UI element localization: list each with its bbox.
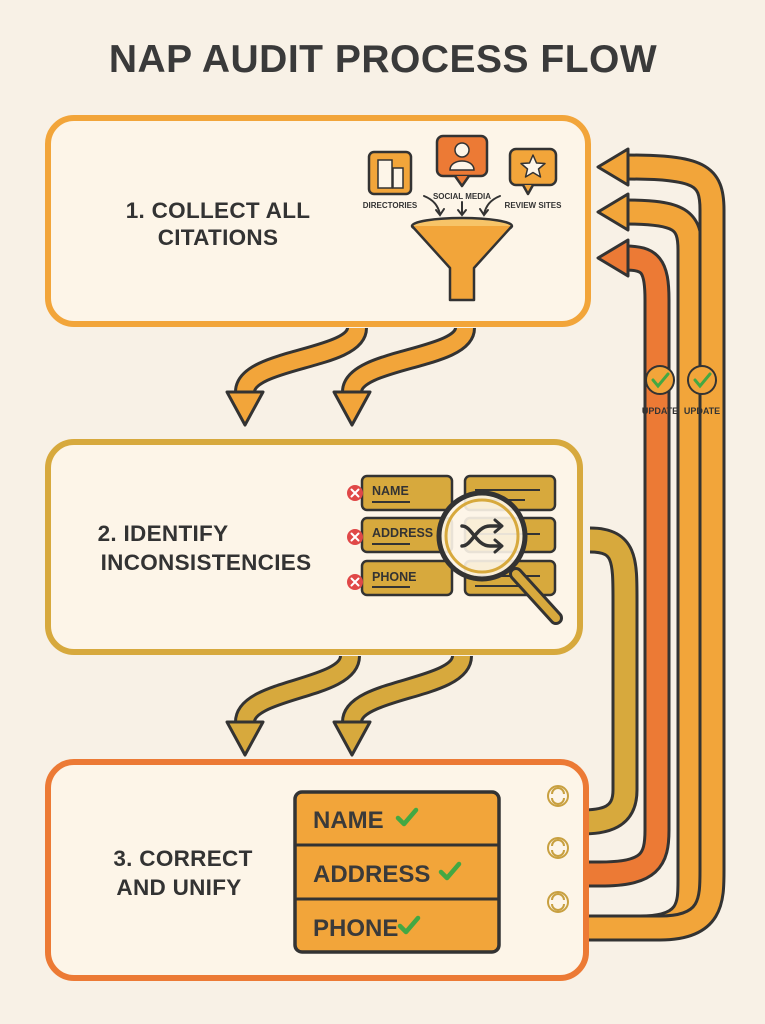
review-sites-label: REVIEW SITES xyxy=(505,201,563,210)
step-2-label-line1: 2. IDENTIFY xyxy=(98,521,229,546)
step2-to-step3-arrows xyxy=(225,653,473,757)
unified-nap-card xyxy=(293,790,501,954)
step-3-label-line2: AND UNIFY xyxy=(116,875,241,900)
page-title: NAP AUDIT PROCESS FLOW xyxy=(109,38,657,81)
review-sites-icon xyxy=(508,147,558,196)
address-error-icon xyxy=(346,528,364,546)
unified-name-label: NAME xyxy=(313,807,384,834)
directories-icon xyxy=(367,150,413,196)
funnel-icon xyxy=(410,216,514,302)
unified-phone-label: PHONE xyxy=(313,915,398,942)
step-2-label-line2: INCONSISTENCIES xyxy=(101,550,312,575)
unified-address-label: ADDRESS xyxy=(313,861,430,888)
update-badge-left: UPDATE xyxy=(642,365,678,416)
update-badge-right: UPDATE xyxy=(684,365,720,416)
step-1-label-line1: 1. COLLECT ALL xyxy=(126,198,311,223)
social-media-label: SOCIAL MEDIA xyxy=(433,192,491,201)
directories-label: DIRECTORIES xyxy=(363,201,418,210)
step-1-label-line2: CITATIONS xyxy=(158,225,279,250)
name-field-label: NAME xyxy=(372,484,409,498)
update-label-left: UPDATE xyxy=(642,406,678,416)
address-field-label: ADDRESS xyxy=(372,526,433,540)
phone-error-icon xyxy=(346,573,364,591)
phone-field-card xyxy=(360,559,454,597)
source-arrows xyxy=(423,195,501,217)
step-3-label-line1: 3. CORRECT xyxy=(113,846,252,871)
step1-to-step2-arrows xyxy=(225,325,476,427)
update-label-right: UPDATE xyxy=(684,406,720,416)
phone-field-label: PHONE xyxy=(372,570,416,584)
magnifier-shuffle-icon xyxy=(436,490,563,625)
social-media-icon xyxy=(435,134,489,188)
name-error-icon xyxy=(346,484,364,502)
